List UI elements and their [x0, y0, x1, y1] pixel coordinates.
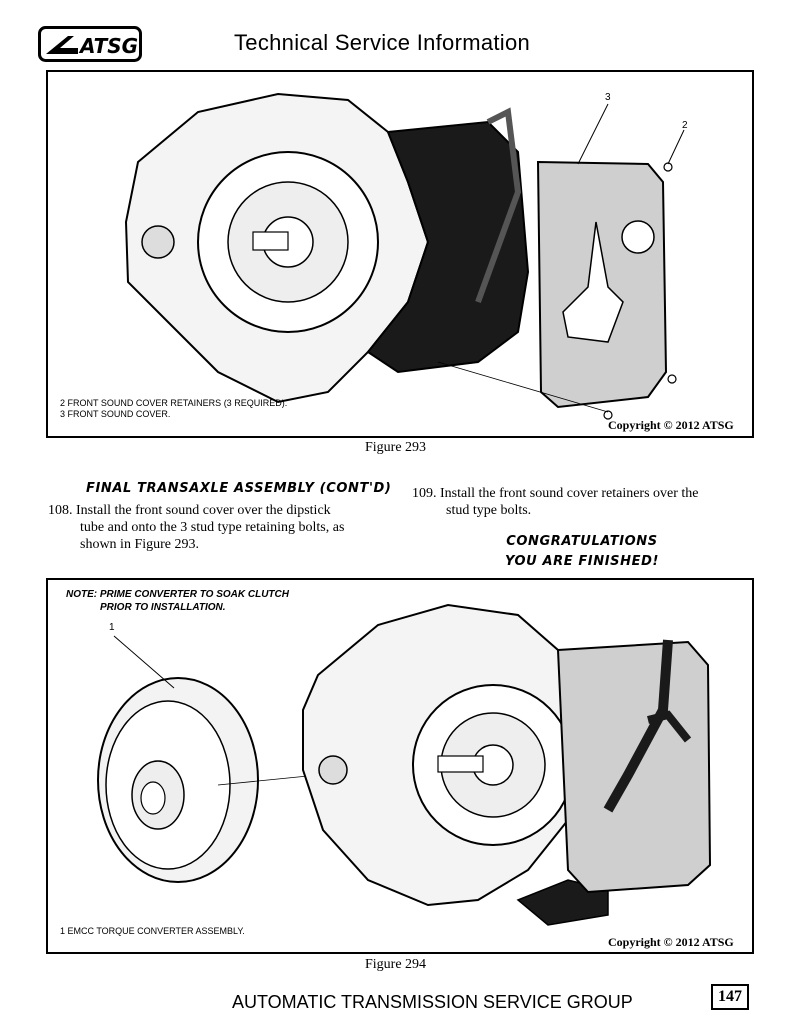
figure-293: 3 2 2 FRONT SOUND COVER RETAINERS (3 REQ… [46, 70, 754, 438]
transaxle-sound-cover-illustration [124, 92, 685, 420]
figure-294-copyright: Copyright © 2012 ATSG [608, 935, 734, 949]
step-109-line1: Install the front sound cover retainers … [440, 486, 699, 501]
congrats-line1: CONGRATULATIONS [506, 534, 658, 549]
step-108-number: 108. [48, 503, 73, 518]
congrats-line2: YOU ARE FINISHED! [504, 554, 660, 569]
figure-293-copyright: Copyright © 2012 ATSG [608, 418, 734, 432]
step-109-number: 109. [412, 486, 437, 501]
figure-293-caption: Figure 293 [365, 440, 427, 455]
step-108-line2: tube and onto the 3 stud type retaining … [80, 520, 345, 535]
torque-converter-installation-illustration [97, 603, 712, 926]
step-108-line1: Install the front sound cover over the d… [76, 503, 331, 518]
callout-2: 2 [682, 120, 688, 131]
callout-3: 3 [605, 92, 611, 103]
section-heading: FINAL TRANSAXLE ASSEMBLY (CONT'D) [86, 481, 392, 496]
figure-294-caption: Figure 294 [365, 957, 427, 972]
prime-converter-note: NOTE: PRIME CONVERTER TO SOAK CLUTCH PRI… [66, 588, 289, 614]
callout-1: 1 [109, 622, 115, 633]
footer-organization: AUTOMATIC TRANSMISSION SERVICE GROUP [232, 992, 633, 1012]
step-108: 108. Install the front sound cover over … [48, 502, 378, 553]
congratulations-message: CONGRATULATIONS YOU ARE FINISHED! [482, 532, 682, 572]
page-number: 147 [711, 984, 749, 1010]
note-line2: PRIOR TO INSTALLATION. [100, 602, 226, 613]
figure-293-legend: 2 FRONT SOUND COVER RETAINERS (3 REQUIRE… [60, 398, 287, 420]
logo-text: ATSG [78, 34, 138, 58]
note-line1: NOTE: PRIME CONVERTER TO SOAK CLUTCH [66, 589, 289, 600]
legend-item-3: 3 FRONT SOUND COVER. [60, 409, 171, 419]
page-title: Technical Service Information [234, 30, 531, 55]
atsg-logo: ATSG [38, 26, 142, 62]
legend-item-2: 2 FRONT SOUND COVER RETAINERS (3 REQUIRE… [60, 398, 288, 408]
step-108-line3: shown in Figure 293. [80, 537, 199, 552]
figure-294-legend: 1 EMCC TORQUE CONVERTER ASSEMBLY. [60, 926, 245, 936]
step-109: 109. Install the front sound cover retai… [412, 485, 742, 519]
figure-294: NOTE: PRIME CONVERTER TO SOAK CLUTCH PRI… [46, 578, 754, 954]
step-109-line2: stud type bolts. [446, 503, 532, 518]
